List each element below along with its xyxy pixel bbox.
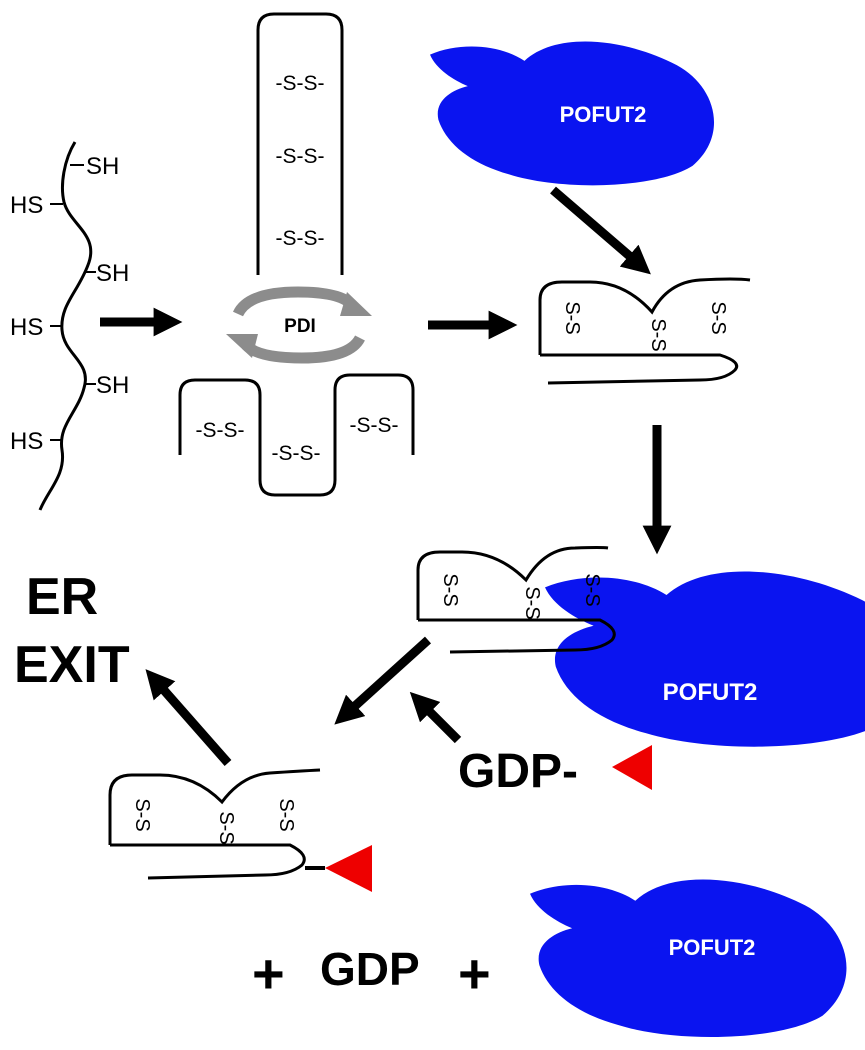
enzyme-substrate-complex: POFUT2 S-S S-S S-S xyxy=(416,546,865,747)
sh-label: SH xyxy=(96,372,129,399)
linear-disulfide-intermediate: -S-S- -S-S- -S-S- xyxy=(256,12,344,275)
gdp-fucose-label: GDP- xyxy=(458,745,578,798)
hs-label: HS xyxy=(10,428,43,455)
arrow-to-product xyxy=(334,636,432,725)
disulfide-label: S-S xyxy=(131,798,153,831)
pdi-cycle: PDI xyxy=(226,286,372,364)
arrow-donor xyxy=(409,691,462,744)
folded-domain: S-S S-S S-S xyxy=(538,277,751,385)
disulfide-label: -S-S- xyxy=(196,419,245,442)
arrow-er-exit xyxy=(145,669,232,766)
disulfide-label: -S-S- xyxy=(276,227,325,250)
gdp-fucose-donor: GDP- xyxy=(458,745,652,798)
mispaired-disulfide-intermediate: -S-S- -S-S- -S-S- xyxy=(178,373,415,497)
reduced-chain: SH HS SH HS SH HS xyxy=(10,141,129,511)
disulfide-label: -S-S- xyxy=(350,414,399,437)
fucose-triangle xyxy=(612,745,652,790)
sh-label: SH xyxy=(86,153,119,180)
gdp-label: GDP xyxy=(320,943,420,995)
pdi-label: PDI xyxy=(284,316,316,337)
disulfide-label: S-S xyxy=(561,301,583,334)
disulfide-label: S-S xyxy=(215,811,237,844)
er-exit-line-2: EXIT xyxy=(14,636,130,694)
fucosylated-product: S-S S-S S-S xyxy=(108,768,372,892)
disulfide-label: S-S xyxy=(275,798,297,831)
hs-label: HS xyxy=(10,192,43,219)
sh-label: SH xyxy=(96,260,129,287)
arrow-enzyme-binding xyxy=(550,186,651,275)
disulfide-label: -S-S- xyxy=(276,72,325,95)
er-exit-label: ER EXIT xyxy=(14,568,130,694)
released-products: + GDP + POFUT2 xyxy=(252,879,847,1037)
disulfide-label: -S-S- xyxy=(272,442,321,465)
hs-label: HS xyxy=(10,314,43,341)
disulfide-label: S-S xyxy=(581,573,603,606)
disulfide-label: S-S xyxy=(521,586,543,619)
plus-sign: + xyxy=(458,942,491,1005)
disulfide-label: S-S xyxy=(439,573,461,606)
disulfide-label: -S-S- xyxy=(276,145,325,168)
attached-fucose-triangle xyxy=(325,845,372,892)
pofut2-label: POFUT2 xyxy=(669,935,756,960)
pofut2-enzyme-free: POFUT2 xyxy=(430,41,715,186)
pofut2-label: POFUT2 xyxy=(663,679,758,706)
plus-sign: + xyxy=(252,942,285,1005)
er-exit-line-1: ER xyxy=(26,568,98,626)
pofut2-label: POFUT2 xyxy=(560,102,647,127)
disulfide-label: S-S xyxy=(707,301,729,334)
disulfide-label: S-S xyxy=(647,318,669,351)
